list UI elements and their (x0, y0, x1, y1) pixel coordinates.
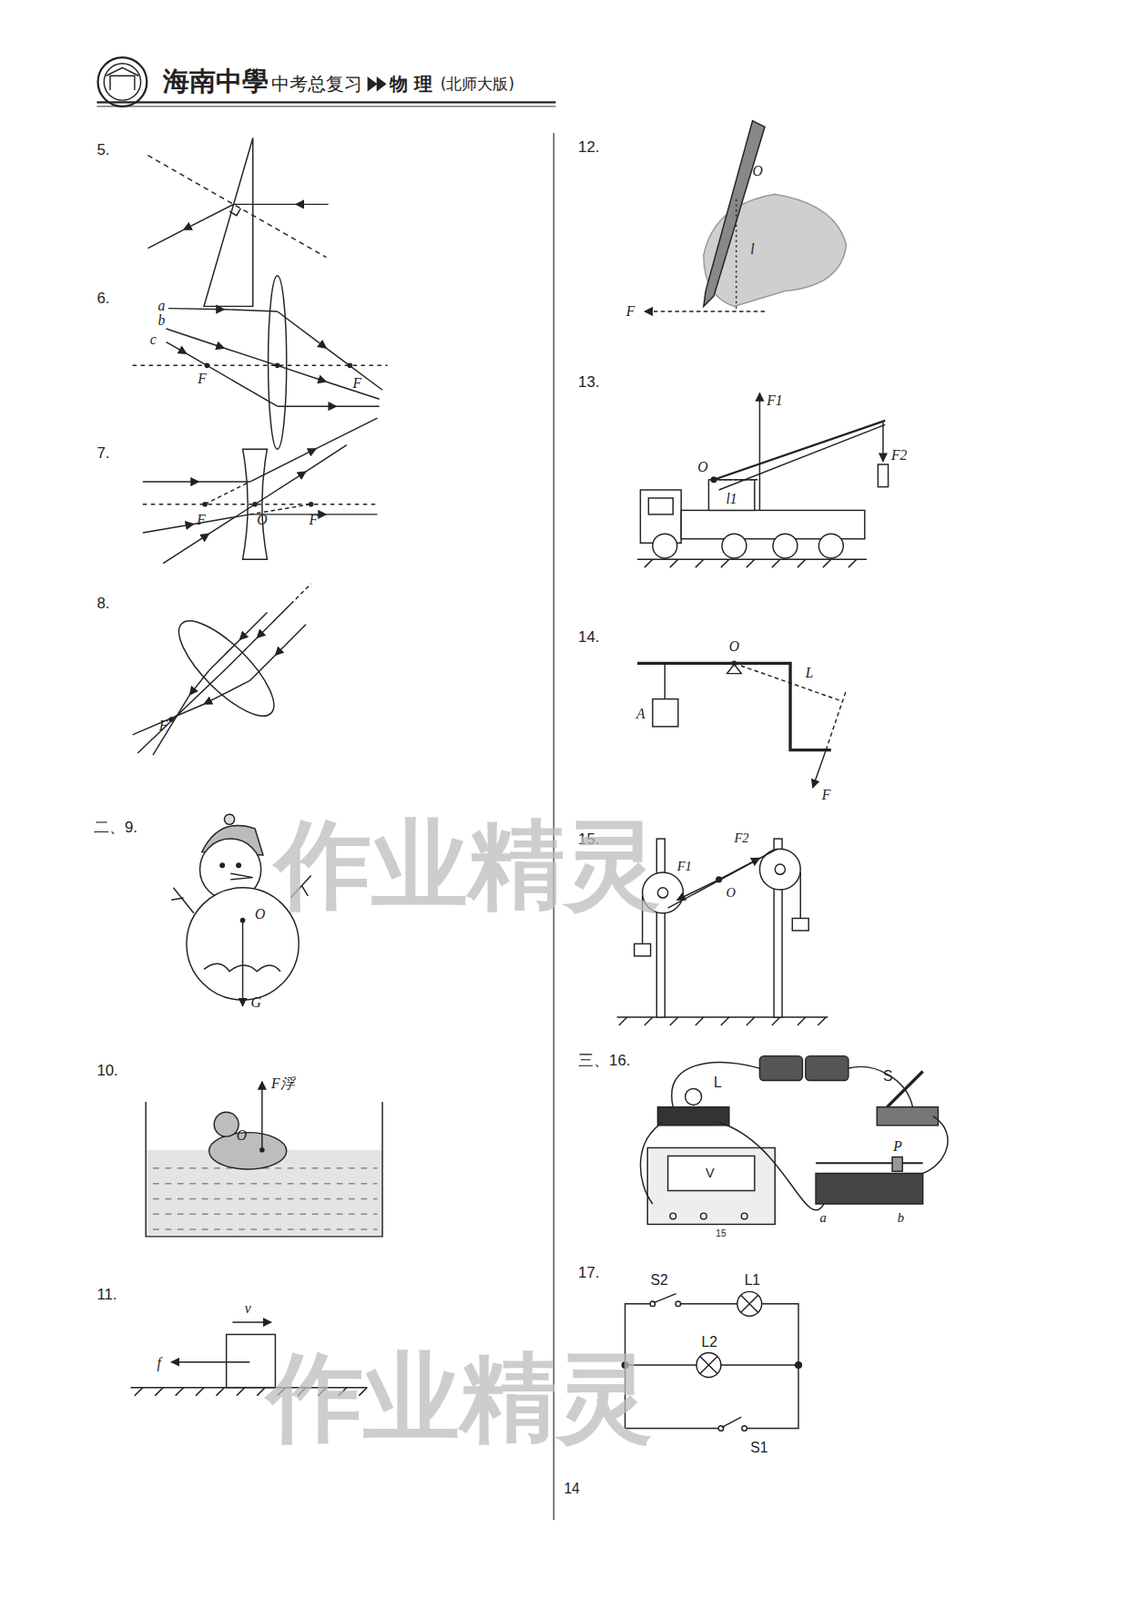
switch-label: S2 (650, 1271, 669, 1290)
question-number: 6. (96, 289, 110, 308)
arm-label: L (805, 664, 814, 682)
focus-label: F (308, 511, 318, 529)
object-label: A (636, 705, 646, 723)
question-number: 7. (96, 444, 110, 463)
question-number: 14. (578, 628, 600, 647)
force-label: F (822, 786, 832, 804)
switch-label: S1 (750, 1439, 768, 1457)
force-label: F1 (766, 392, 783, 410)
question-number: 17. (578, 1263, 600, 1282)
watermark: 作业精灵 (266, 1339, 653, 1456)
page-number: 14 (563, 1480, 580, 1498)
focus-label: F (353, 375, 363, 393)
force-label: G (251, 994, 262, 1012)
pivot-label: O (752, 162, 763, 181)
arm-label: l (750, 241, 754, 259)
force-label: F2 (733, 830, 749, 846)
force-label: F浮 (271, 1075, 295, 1093)
point-label: O (254, 905, 265, 924)
edition-name: (北师大版) (440, 74, 515, 93)
meter-symbol: V (705, 1165, 715, 1181)
terminal-label: 15 (715, 1228, 726, 1240)
question-number: 13. (578, 373, 600, 392)
question-number: 三、16. (578, 1051, 630, 1070)
question-number: 8. (96, 594, 110, 613)
lamp-label: L2 (701, 1333, 718, 1352)
ray-name: c (150, 331, 157, 349)
slider-label: P (893, 1138, 903, 1156)
point-label: O (725, 884, 736, 901)
question-number: 5. (96, 141, 110, 160)
lamp-label: L (713, 1074, 722, 1092)
center-label: O (256, 511, 267, 529)
question-number: 12. (578, 138, 600, 157)
school-name: 海南中學 (162, 65, 269, 98)
switch-label: S (883, 1067, 893, 1086)
ray-name: a (158, 297, 166, 315)
watermark: 作业精灵 (274, 806, 661, 924)
force-label: F2 (891, 447, 907, 465)
terminal-label: a (820, 1209, 827, 1226)
lamp-label: L1 (744, 1271, 761, 1290)
force-label: F1 (677, 858, 692, 874)
force-label: f (156, 1354, 161, 1372)
terminal-label: b (897, 1209, 905, 1226)
subject-name: 物 理 (389, 72, 433, 95)
pivot-label: O (729, 638, 740, 656)
arm-label: l1 (725, 490, 737, 509)
point-label: O (236, 1127, 247, 1145)
question-number: 10. (96, 1061, 118, 1080)
question-number: 二、9. (93, 818, 138, 837)
force-label: F (626, 303, 636, 321)
ray-name: b (158, 312, 166, 330)
question-number: 11. (96, 1285, 117, 1304)
velocity-label: v (244, 1300, 252, 1318)
book-title: 中考总复习 (271, 72, 363, 95)
focus-label: F (196, 511, 206, 529)
focus-label: F (197, 370, 207, 388)
focus-label: F (159, 717, 169, 735)
pivot-label: O (697, 458, 708, 477)
